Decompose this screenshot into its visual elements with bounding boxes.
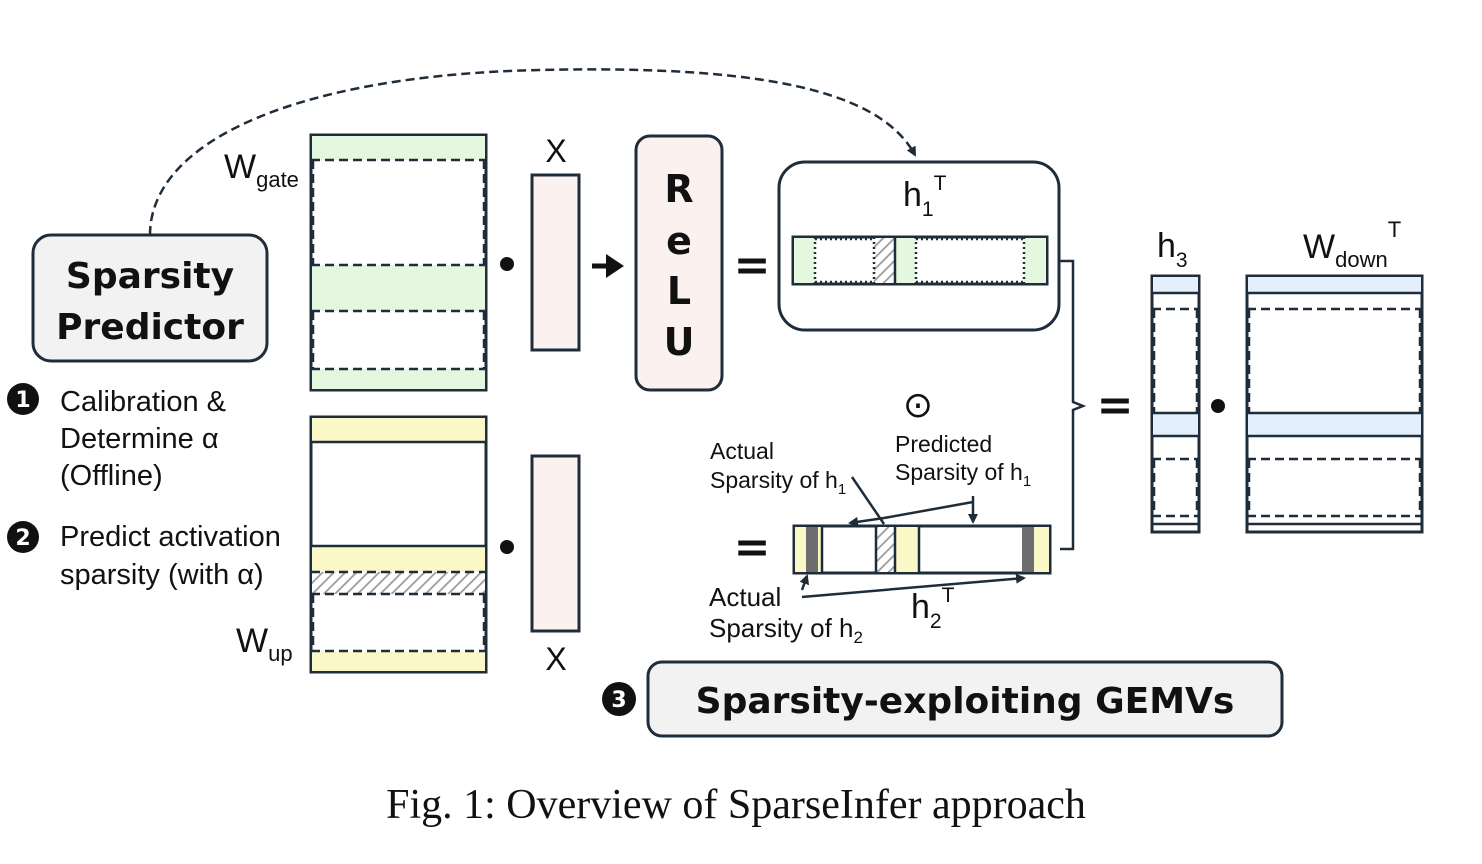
dot-operator-down xyxy=(1211,399,1225,413)
step-1: 1 Calibration & Determine α (Offline) xyxy=(7,383,226,492)
h1-block: h1T xyxy=(777,160,1061,332)
step-3-number: 3 xyxy=(611,688,626,713)
sparsity-predictor-box: Sparsity Predictor xyxy=(31,233,269,363)
w-up-label: Wup xyxy=(236,622,293,666)
relu-letter-r: R xyxy=(664,167,693,211)
w-down-matrix xyxy=(1245,274,1424,534)
predicted-h1-line2: Sparsity of h1 xyxy=(895,459,1031,490)
actual-h1-line1: Actual xyxy=(710,438,774,464)
step-1-line3: (Offline) xyxy=(60,460,163,492)
h2-label: h2T xyxy=(911,584,955,633)
equals-h1: = xyxy=(734,240,771,291)
dot-operator-gate xyxy=(500,257,514,271)
relu-letter-e: e xyxy=(666,219,692,263)
step-3: 3 Sparsity-exploiting GEMVs xyxy=(602,660,1284,738)
h2-vector xyxy=(792,524,1052,575)
h1-label: h1T xyxy=(903,172,947,221)
actual-h2-line1: Actual xyxy=(709,582,781,612)
w-down-label: WdownT xyxy=(1303,217,1401,272)
predictor-to-h1-dashed-arrow xyxy=(148,68,917,236)
actual-h2-line2: Sparsity of h2 xyxy=(709,613,863,647)
step-2-line2: sparsity (with α) xyxy=(60,559,264,591)
h3-label: h3 xyxy=(1157,227,1188,272)
combine-bracket xyxy=(1060,259,1087,551)
h3-vector xyxy=(1150,274,1201,534)
step-2-badge xyxy=(7,521,39,553)
step-1-badge xyxy=(7,383,39,415)
step-3-badge xyxy=(602,682,636,716)
step-2-number: 2 xyxy=(15,526,30,551)
step-1-line2: Determine α xyxy=(60,423,219,455)
relu-letter-l: L xyxy=(667,269,691,313)
hadamard-operator: ⊙ xyxy=(903,384,933,425)
w-up-matrix xyxy=(309,415,488,674)
predictor-line2: Predictor xyxy=(56,307,244,348)
w-gate-matrix xyxy=(309,133,488,392)
equals-h2: = xyxy=(734,522,771,573)
relu-block: R e L U xyxy=(634,134,724,392)
w-gate-label: Wgate xyxy=(224,148,299,192)
figure-caption: Fig. 1: Overview of SparseInfer approach xyxy=(386,782,1086,828)
step-1-line1: Calibration & xyxy=(60,386,226,418)
relu-letter-u: U xyxy=(664,320,695,364)
predicted-h1-line1: Predicted xyxy=(895,431,992,457)
h1-vector xyxy=(791,235,1049,286)
arrow-to-relu xyxy=(592,254,624,278)
gemv-label: Sparsity-exploiting GEMVs xyxy=(696,681,1235,722)
annotation-arrows xyxy=(799,476,1026,599)
predictor-line1: Sparsity xyxy=(66,256,234,297)
x-vector-top xyxy=(530,173,581,352)
x-label-bottom: X xyxy=(545,641,566,677)
step-1-number: 1 xyxy=(15,388,30,413)
x-label-top: X xyxy=(545,133,566,169)
equals-h3: = xyxy=(1097,380,1134,431)
step-2: 2 Predict activation sparsity (with α) xyxy=(7,521,281,591)
dot-operator-up xyxy=(500,540,514,554)
actual-h1-line2: Sparsity of h1 xyxy=(710,467,846,498)
step-2-line1: Predict activation xyxy=(60,521,281,553)
x-vector-bottom xyxy=(530,454,581,633)
gemv-box xyxy=(646,660,1284,738)
